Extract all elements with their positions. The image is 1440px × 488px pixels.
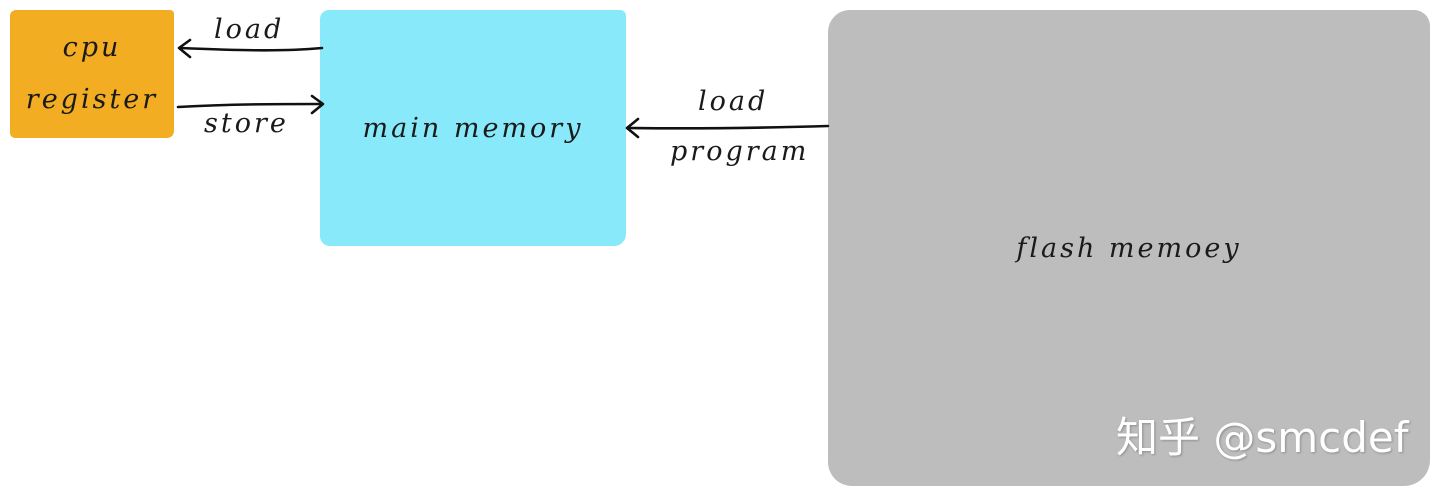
load-program-arrow-head <box>625 117 640 139</box>
load-program-edge-label-line2: program <box>670 136 810 167</box>
cpu-label: cpu <box>62 32 122 63</box>
store-arrow-line <box>176 102 324 109</box>
load-arrow-line <box>178 46 324 52</box>
store-edge-label: store <box>204 108 289 139</box>
main-memory-box: main memory <box>320 10 626 246</box>
load-program-edge-label-line1: load <box>698 86 769 117</box>
main-memory-label: main memory <box>362 112 584 144</box>
load-arrow-head <box>177 38 192 59</box>
watermark: 知乎 @smcdef <box>1116 413 1409 462</box>
cpu-register-box: cpu register <box>10 10 174 138</box>
register-label: register <box>25 84 159 115</box>
load-edge-label: load <box>214 14 285 45</box>
load-program-arrow-line <box>626 124 830 130</box>
flash-memory-box: flash memoey <box>828 10 1430 486</box>
flash-memory-label: flash memoey <box>1016 232 1242 264</box>
